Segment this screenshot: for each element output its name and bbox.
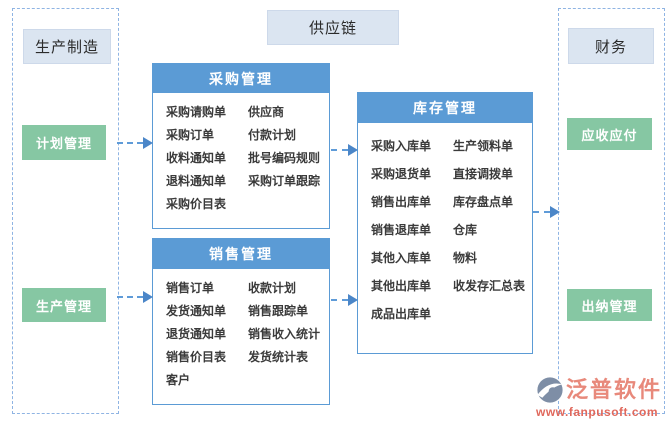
sales-management-module: 销售管理 销售订单 发货通知单 退货通知单 销售价目表 客户 收款计划 销售跟踪…: [152, 238, 330, 405]
sales-module-header: 销售管理: [153, 239, 329, 269]
sales-module-body: 销售订单 发货通知单 退货通知单 销售价目表 客户 收款计划 销售跟踪单 销售收…: [153, 269, 329, 392]
module-item: 销售出库单: [371, 195, 432, 209]
finance-zone-panel: [558, 8, 665, 414]
inventory-module-body: 采购入库单 采购退货单 销售出库单 销售退库单 其他入库单 其他出库单 成品出库…: [358, 123, 532, 328]
module-item: 成品出库单: [371, 307, 432, 321]
arrow-plan-to-purchase: [117, 137, 153, 149]
sales-column-1: 销售订单 发货通知单 退货通知单 销售价目表 客户: [166, 277, 248, 392]
module-item: 收发存汇总表: [453, 279, 526, 293]
module-item: 销售退库单: [371, 223, 432, 237]
vendor-logo: 泛普软件 www.fanpusoft.com: [536, 376, 662, 419]
module-item: 库存盘点单: [453, 195, 514, 209]
arrow-purchase-to-inventory: [331, 144, 358, 156]
module-item: 退料通知单: [166, 174, 227, 188]
module-item: 批号编码规则: [248, 151, 321, 165]
purchase-management-module: 采购管理 采购请购单 采购订单 收料通知单 退料通知单 采购价目表 供应商 付款…: [152, 63, 330, 229]
vendor-url-link[interactable]: www.fanpusoft.com: [536, 405, 659, 419]
plan-management-node: 计划管理: [22, 125, 106, 160]
module-item: 直接调拨单: [453, 167, 514, 181]
vendor-name: 泛普软件: [566, 377, 663, 402]
arrowhead-icon: [550, 206, 560, 218]
module-item: 其他出库单: [371, 279, 432, 293]
receivable-payable-node: 应收应付: [567, 118, 652, 150]
inventory-management-module: 库存管理 采购入库单 采购退货单 销售出库单 销售退库单 其他入库单 其他出库单…: [357, 92, 533, 354]
supply-chain-title-label: 供应链: [267, 10, 399, 45]
arrow-inventory-to-finance: [533, 206, 560, 218]
arrowhead-icon: [143, 291, 153, 303]
module-item: 付款计划: [248, 128, 297, 142]
sales-column-2: 收款计划 销售跟踪单 销售收入统计 发货统计表: [248, 277, 320, 392]
module-item: 物料: [453, 251, 478, 265]
module-item: 销售价目表: [166, 350, 227, 364]
module-item: 销售收入统计: [248, 327, 321, 341]
module-item: 收款计划: [248, 281, 297, 295]
cashier-management-node: 出纳管理: [567, 289, 652, 321]
arrow-sales-to-inventory: [331, 294, 358, 306]
module-item: 退货通知单: [166, 327, 227, 341]
inventory-column-1: 采购入库单 采购退货单 销售出库单 销售退库单 其他入库单 其他出库单 成品出库…: [371, 132, 453, 328]
arrow-production-to-sales: [117, 291, 153, 303]
production-management-node: 生产管理: [22, 288, 106, 322]
module-item: 发货统计表: [248, 350, 309, 364]
module-item: 采购订单跟踪: [248, 174, 321, 188]
module-item: 供应商: [248, 105, 285, 119]
arrowhead-icon: [348, 144, 358, 156]
module-item: 采购价目表: [166, 197, 227, 211]
module-item: 收料通知单: [166, 151, 227, 165]
module-item: 发货通知单: [166, 304, 227, 318]
arrowhead-icon: [348, 294, 358, 306]
module-item: 客户: [166, 373, 191, 387]
purchase-module-header: 采购管理: [153, 64, 329, 93]
module-item: 销售跟踪单: [248, 304, 309, 318]
purchase-module-body: 采购请购单 采购订单 收料通知单 退料通知单 采购价目表 供应商 付款计划 批号…: [153, 93, 329, 216]
module-item: 采购退货单: [371, 167, 432, 181]
module-item: 采购订单: [166, 128, 215, 142]
vendor-logo-row: 泛普软件: [536, 376, 662, 404]
module-item: 仓库: [453, 223, 478, 237]
production-zone-label: 生产制造: [23, 29, 111, 64]
module-item: 其他入库单: [371, 251, 432, 265]
inventory-column-2: 生产领料单 直接调拨单 库存盘点单 仓库 物料 收发存汇总表: [453, 132, 525, 328]
module-item: 采购请购单: [166, 105, 227, 119]
inventory-module-header: 库存管理: [358, 93, 532, 123]
module-item: 采购入库单: [371, 139, 432, 153]
purchase-column-1: 采购请购单 采购订单 收料通知单 退料通知单 采购价目表: [166, 101, 248, 216]
finance-zone-label: 财务: [568, 28, 654, 64]
fanpu-logo-icon: [537, 377, 563, 403]
production-zone-panel: [12, 8, 119, 414]
arrowhead-icon: [143, 137, 153, 149]
module-item: 生产领料单: [453, 139, 514, 153]
purchase-column-2: 供应商 付款计划 批号编码规则 采购订单跟踪: [248, 101, 320, 216]
module-item: 销售订单: [166, 281, 215, 295]
